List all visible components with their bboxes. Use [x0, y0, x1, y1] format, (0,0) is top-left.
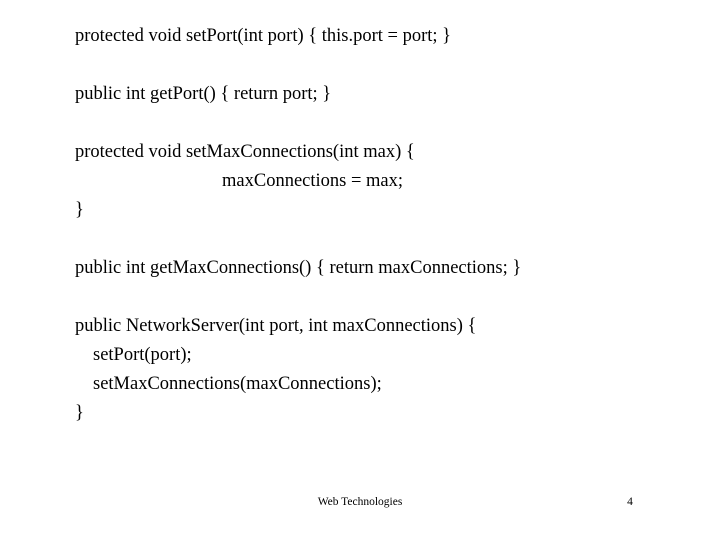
block-spacer — [75, 225, 675, 254]
block-spacer — [75, 51, 675, 80]
code-line: protected void setPort(int port) { this.… — [75, 26, 452, 46]
code-line: public int getMaxConnections() { return … — [75, 258, 522, 278]
code-block-set-port-method: protected void setPort(int port) { this.… — [75, 22, 675, 51]
code-line: protected void setMaxConnections(int max… — [75, 142, 415, 162]
code-line: public int getPort() { return port; } — [75, 84, 332, 104]
code-line: } — [75, 403, 84, 423]
code-line: public NetworkServer(int port, int maxCo… — [75, 316, 477, 336]
footer-title: Web Technologies — [317, 496, 403, 508]
code-line: maxConnections = max; — [222, 171, 404, 191]
block-spacer — [75, 283, 675, 312]
code-block-network-server-constructor: public NetworkServer(int port, int maxCo… — [75, 312, 675, 428]
code-line: } — [75, 200, 84, 220]
code-line: setMaxConnections(maxConnections); — [93, 374, 382, 394]
page-number: 4 — [627, 496, 633, 508]
code-content-area: protected void setPort(int port) { this.… — [75, 22, 675, 428]
slide-footer: Web Technologies 4 — [0, 494, 720, 514]
code-block-get-max-connections-method: public int getMaxConnections() { return … — [75, 254, 675, 283]
code-block-set-max-connections-method: protected void setMaxConnections(int max… — [75, 138, 675, 225]
code-line: setPort(port); — [93, 345, 192, 365]
block-spacer — [75, 109, 675, 138]
code-block-get-port-method: public int getPort() { return port; } — [75, 80, 675, 109]
